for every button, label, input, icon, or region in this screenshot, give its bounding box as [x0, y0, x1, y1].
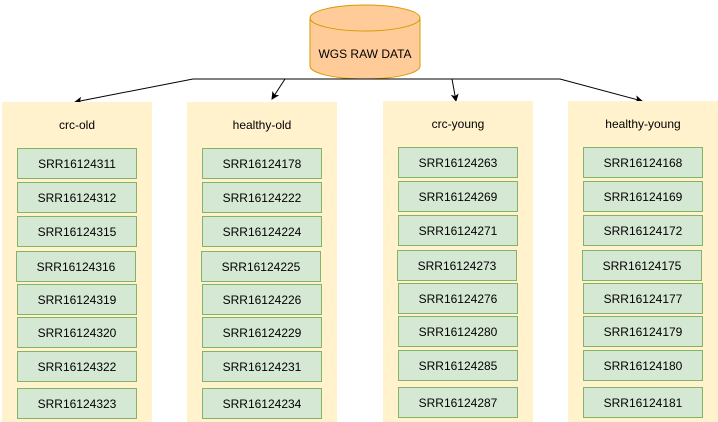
- sample-box: SRR16124273: [397, 250, 517, 281]
- sample-box: SRR16124320: [17, 317, 137, 348]
- sample-box: SRR16124181: [583, 387, 703, 418]
- sample-box: SRR16124323: [17, 388, 137, 419]
- sample-box: SRR16124287: [398, 387, 518, 418]
- sample-box: SRR16124226: [202, 284, 322, 315]
- sample-box: SRR16124316: [16, 251, 136, 282]
- group-title: healthy-young: [605, 117, 681, 131]
- sample-box: SRR16124234: [202, 388, 322, 419]
- sample-box: SRR16124271: [398, 215, 518, 246]
- sample-box: SRR16124231: [202, 351, 322, 382]
- sample-box: SRR16124179: [583, 316, 703, 347]
- sample-box: SRR16124269: [398, 181, 518, 212]
- sample-box: SRR16124222: [202, 182, 322, 213]
- sample-box: SRR16124322: [17, 351, 137, 382]
- sample-box: SRR16124224: [202, 216, 322, 247]
- sample-box: SRR16124172: [583, 215, 703, 246]
- sample-box: SRR16124311: [17, 148, 137, 179]
- database-label: WGS RAW DATA: [318, 47, 412, 61]
- sample-box: SRR16124263: [398, 147, 518, 178]
- database-icon: [309, 4, 421, 80]
- sample-box: SRR16124280: [398, 316, 518, 347]
- sample-box: SRR16124177: [583, 283, 703, 314]
- sample-box: SRR16124168: [583, 147, 703, 178]
- sample-box: SRR16124229: [202, 317, 322, 348]
- sample-box: SRR16124276: [398, 283, 518, 314]
- sample-box: SRR16124312: [17, 182, 137, 213]
- edge-healthy-young: [365, 78, 643, 104]
- group-title: crc-old: [58, 118, 95, 132]
- group-title: healthy-old: [232, 118, 292, 132]
- edge-healthy-old: [271, 78, 365, 100]
- sample-box: SRR16124178: [202, 148, 322, 179]
- edge-crc-young: [365, 78, 459, 102]
- group-title: crc-young: [431, 117, 485, 131]
- sample-box: SRR16124180: [583, 350, 703, 381]
- sample-box: SRR16124169: [583, 181, 703, 212]
- sample-box: SRR16124225: [201, 251, 321, 282]
- sample-box: SRR16124315: [17, 216, 137, 247]
- sample-box: SRR16124319: [17, 284, 137, 315]
- sample-box: SRR16124285: [398, 350, 518, 381]
- edge-crc-old: [74, 78, 365, 105]
- sample-box: SRR16124175: [582, 250, 702, 281]
